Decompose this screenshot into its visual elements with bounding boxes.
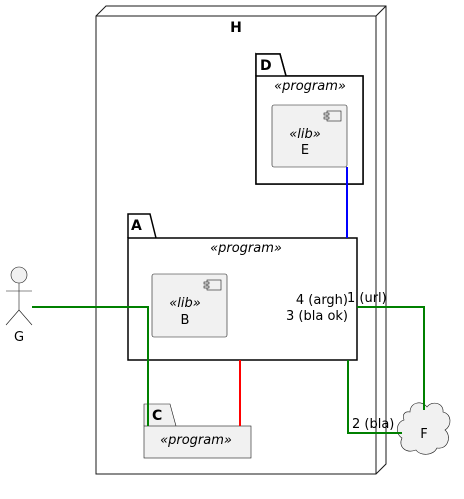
component-b: «lib» B — [151, 273, 228, 338]
actor-g-name: G — [14, 330, 24, 345]
component-icon — [323, 110, 342, 122]
package-a-stereotype: «program» — [210, 241, 282, 256]
component-icon — [203, 279, 222, 291]
component-e: «lib» E — [271, 104, 348, 168]
connectors — [32, 167, 425, 434]
cloud-f: F — [397, 402, 451, 455]
node-h-title: H — [230, 20, 242, 36]
edge-label-bla-ok: 3 (bla ok) — [286, 309, 348, 324]
component-b-stereotype: «lib» — [169, 296, 201, 311]
component-e-name: E — [301, 143, 309, 158]
component-b-name: B — [181, 313, 190, 328]
package-c: C «program» — [143, 403, 252, 459]
cloud-f-name: F — [420, 427, 427, 442]
component-e-stereotype: «lib» — [289, 127, 321, 142]
edge-label-argh: 4 (argh) — [296, 293, 348, 308]
package-d-title: D — [260, 58, 272, 74]
edge-a-to-f-url — [357, 306, 425, 410]
package-c-title: C — [152, 408, 162, 424]
edge-a-to-f-bla — [347, 360, 402, 434]
edge-label-bla: 2 (bla) — [352, 417, 394, 432]
package-d-stereotype: «program» — [274, 79, 346, 94]
actor-g: G — [5, 266, 33, 345]
package-a-title: A — [131, 218, 142, 234]
edge-g-to-c — [32, 306, 149, 426]
package-c-stereotype: «program» — [160, 433, 232, 448]
edge-label-url: 1 (url) — [347, 291, 387, 306]
